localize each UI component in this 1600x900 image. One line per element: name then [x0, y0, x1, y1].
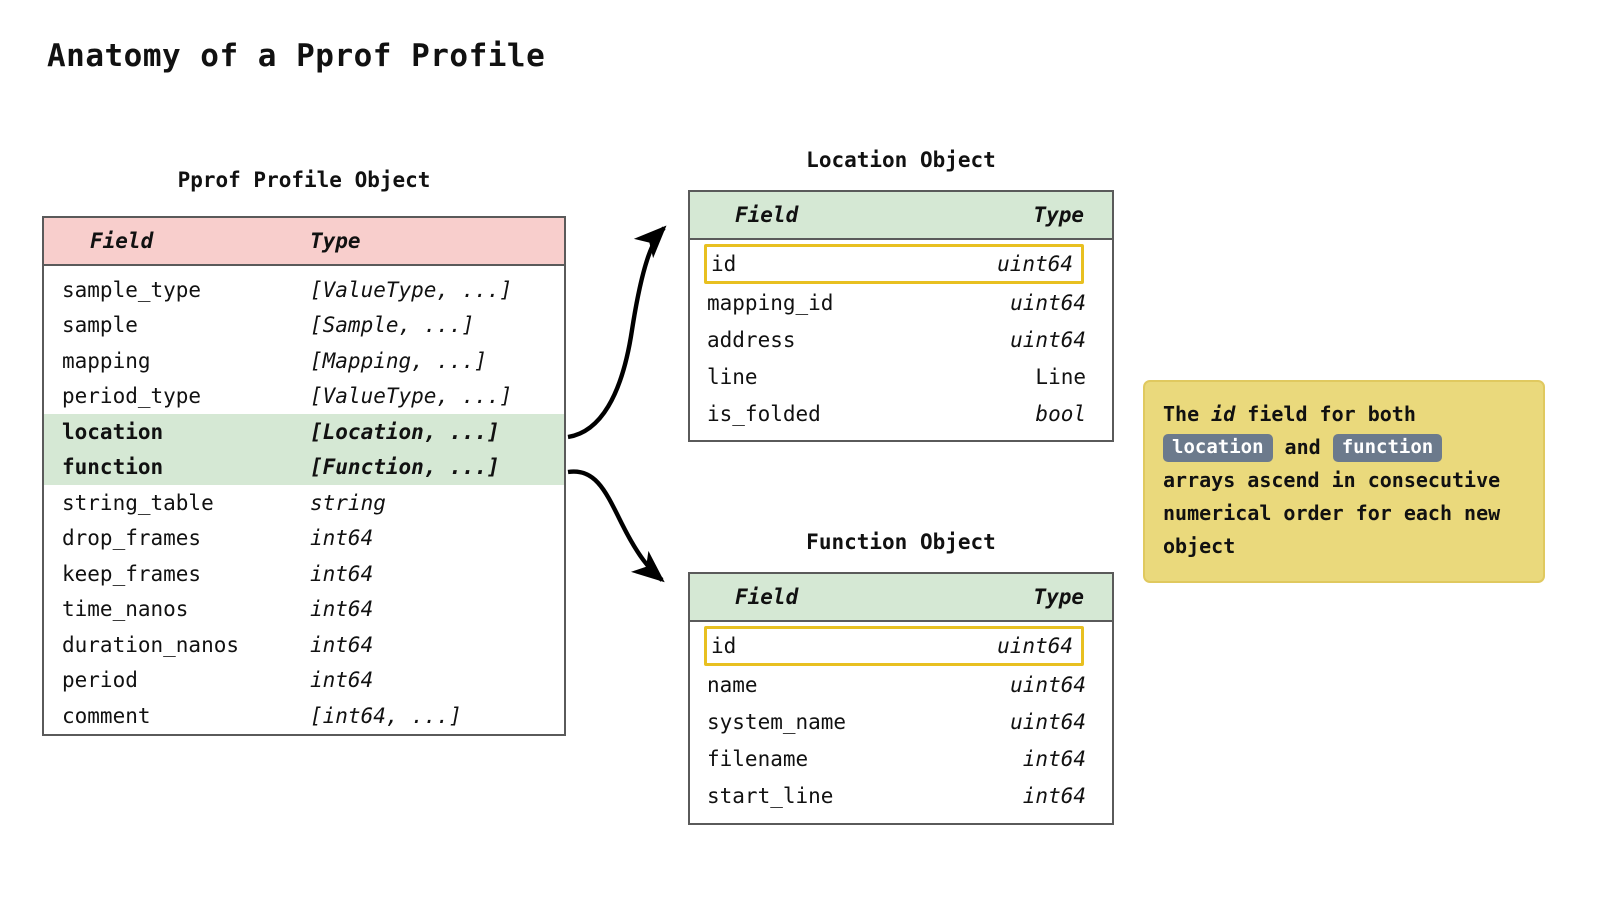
row-type: int64: [1022, 783, 1086, 808]
table-row: filename int64: [690, 740, 1112, 777]
row-type: [Function, ...]: [310, 455, 500, 480]
row-field: filename: [707, 746, 809, 771]
row-field: system_name: [707, 709, 847, 734]
table-row: duration_nanos int64: [44, 627, 564, 663]
table-row: line Line: [690, 358, 1112, 395]
table-row: time_nanos int64: [44, 592, 564, 628]
row-field: sample: [62, 313, 138, 338]
table-row: sample_type [ValueType, ...]: [44, 272, 564, 308]
row-field: is_folded: [707, 401, 821, 426]
page-title: Anatomy of a Pprof Profile: [47, 38, 546, 74]
table-row: period_type [ValueType, ...]: [44, 379, 564, 415]
row-type: uint64: [1010, 709, 1086, 734]
function-table-body: id uint64 name uint64 system_name uint64…: [690, 622, 1112, 814]
arrow-location: [567, 225, 667, 440]
row-field: period: [62, 668, 138, 693]
row-type: int64: [310, 561, 374, 586]
note-emphasis-id: id: [1211, 402, 1236, 426]
row-field: sample_type: [62, 277, 202, 302]
row-field: id: [711, 252, 737, 276]
profile-table: Field Type sample_type [ValueType, ...] …: [42, 216, 566, 736]
row-field: keep_frames: [62, 561, 202, 586]
location-table: Field Type id uint64 mapping_id uint64 a…: [688, 190, 1114, 442]
row-field: mapping_id: [707, 290, 834, 315]
row-type: string: [310, 490, 386, 515]
table-row: period int64: [44, 663, 564, 699]
row-type: [int64, ...]: [310, 703, 462, 728]
column-header-type: Type: [1033, 585, 1084, 609]
note-text-part1: The: [1163, 402, 1212, 426]
row-type: bool: [1035, 401, 1086, 426]
row-field: start_line: [707, 783, 834, 808]
row-field: mapping: [62, 348, 151, 373]
table-row: comment [int64, ...]: [44, 698, 564, 734]
profile-table-body: sample_type [ValueType, ...] sample [Sam…: [44, 266, 564, 734]
column-header-type: Type: [1033, 203, 1084, 227]
row-type: [ValueType, ...]: [310, 384, 513, 409]
column-header-field: Field: [735, 203, 799, 227]
note-text-part2: field for both: [1235, 402, 1416, 426]
column-header-type: Type: [310, 229, 361, 253]
row-field: name: [707, 672, 758, 697]
column-header-field: Field: [90, 229, 154, 253]
row-type: int64: [310, 526, 374, 551]
row-field: id: [711, 634, 737, 658]
row-field: duration_nanos: [62, 632, 240, 657]
profile-table-header: Field Type: [44, 218, 564, 266]
row-type: int64: [1022, 746, 1086, 771]
function-table-title: Function Object: [806, 530, 996, 554]
row-type: [ValueType, ...]: [310, 277, 513, 302]
row-type: int64: [310, 597, 374, 622]
table-row: name uint64: [690, 666, 1112, 703]
location-table-header: Field Type: [690, 192, 1112, 240]
profile-table-title: Pprof Profile Object: [177, 168, 431, 192]
row-field: period_type: [62, 384, 202, 409]
note-text-part4: arrays ascend in consecutive numerical o…: [1163, 468, 1501, 558]
table-row: address uint64: [690, 321, 1112, 358]
table-row-id: id uint64: [704, 626, 1084, 666]
row-type: uint64: [997, 634, 1073, 658]
table-row: start_line int64: [690, 777, 1112, 814]
column-header-field: Field: [735, 585, 799, 609]
row-type: Line: [1035, 364, 1086, 389]
location-table-title: Location Object: [806, 148, 996, 172]
note-text-part3: and: [1272, 435, 1333, 459]
table-row: mapping_id uint64: [690, 284, 1112, 321]
note-callout: The id field for both location and funct…: [1143, 380, 1545, 583]
location-table-body: id uint64 mapping_id uint64 address uint…: [690, 240, 1112, 432]
table-row-location: location [Location, ...]: [44, 414, 564, 450]
table-row: string_table string: [44, 485, 564, 521]
row-type: int64: [310, 668, 374, 693]
note-chip-function: function: [1332, 434, 1443, 462]
row-type: [Mapping, ...]: [310, 348, 488, 373]
row-field: comment: [62, 703, 151, 728]
function-table: Field Type id uint64 name uint64 system_…: [688, 572, 1114, 825]
row-type: [Sample, ...]: [310, 313, 475, 338]
table-row: keep_frames int64: [44, 556, 564, 592]
row-type: [Location, ...]: [310, 419, 500, 444]
row-type: uint64: [1010, 327, 1086, 352]
row-field: drop_frames: [62, 526, 202, 551]
row-field: time_nanos: [62, 597, 189, 622]
table-row: system_name uint64: [690, 703, 1112, 740]
row-type: int64: [310, 632, 374, 657]
row-field: address: [707, 327, 796, 352]
row-type: uint64: [1010, 290, 1086, 315]
table-row: is_folded bool: [690, 395, 1112, 432]
row-type: uint64: [997, 252, 1073, 276]
arrow-function: [567, 469, 665, 583]
row-field: line: [707, 364, 758, 389]
row-field: function: [62, 455, 164, 480]
row-field: string_table: [62, 490, 214, 515]
row-type: uint64: [1010, 672, 1086, 697]
function-table-header: Field Type: [690, 574, 1112, 622]
row-field: location: [62, 419, 164, 444]
table-row: mapping [Mapping, ...]: [44, 343, 564, 379]
table-row: drop_frames int64: [44, 521, 564, 557]
note-chip-location: location: [1163, 434, 1273, 462]
table-row-id: id uint64: [704, 244, 1084, 284]
table-row: sample [Sample, ...]: [44, 308, 564, 344]
table-row-function: function [Function, ...]: [44, 449, 564, 485]
